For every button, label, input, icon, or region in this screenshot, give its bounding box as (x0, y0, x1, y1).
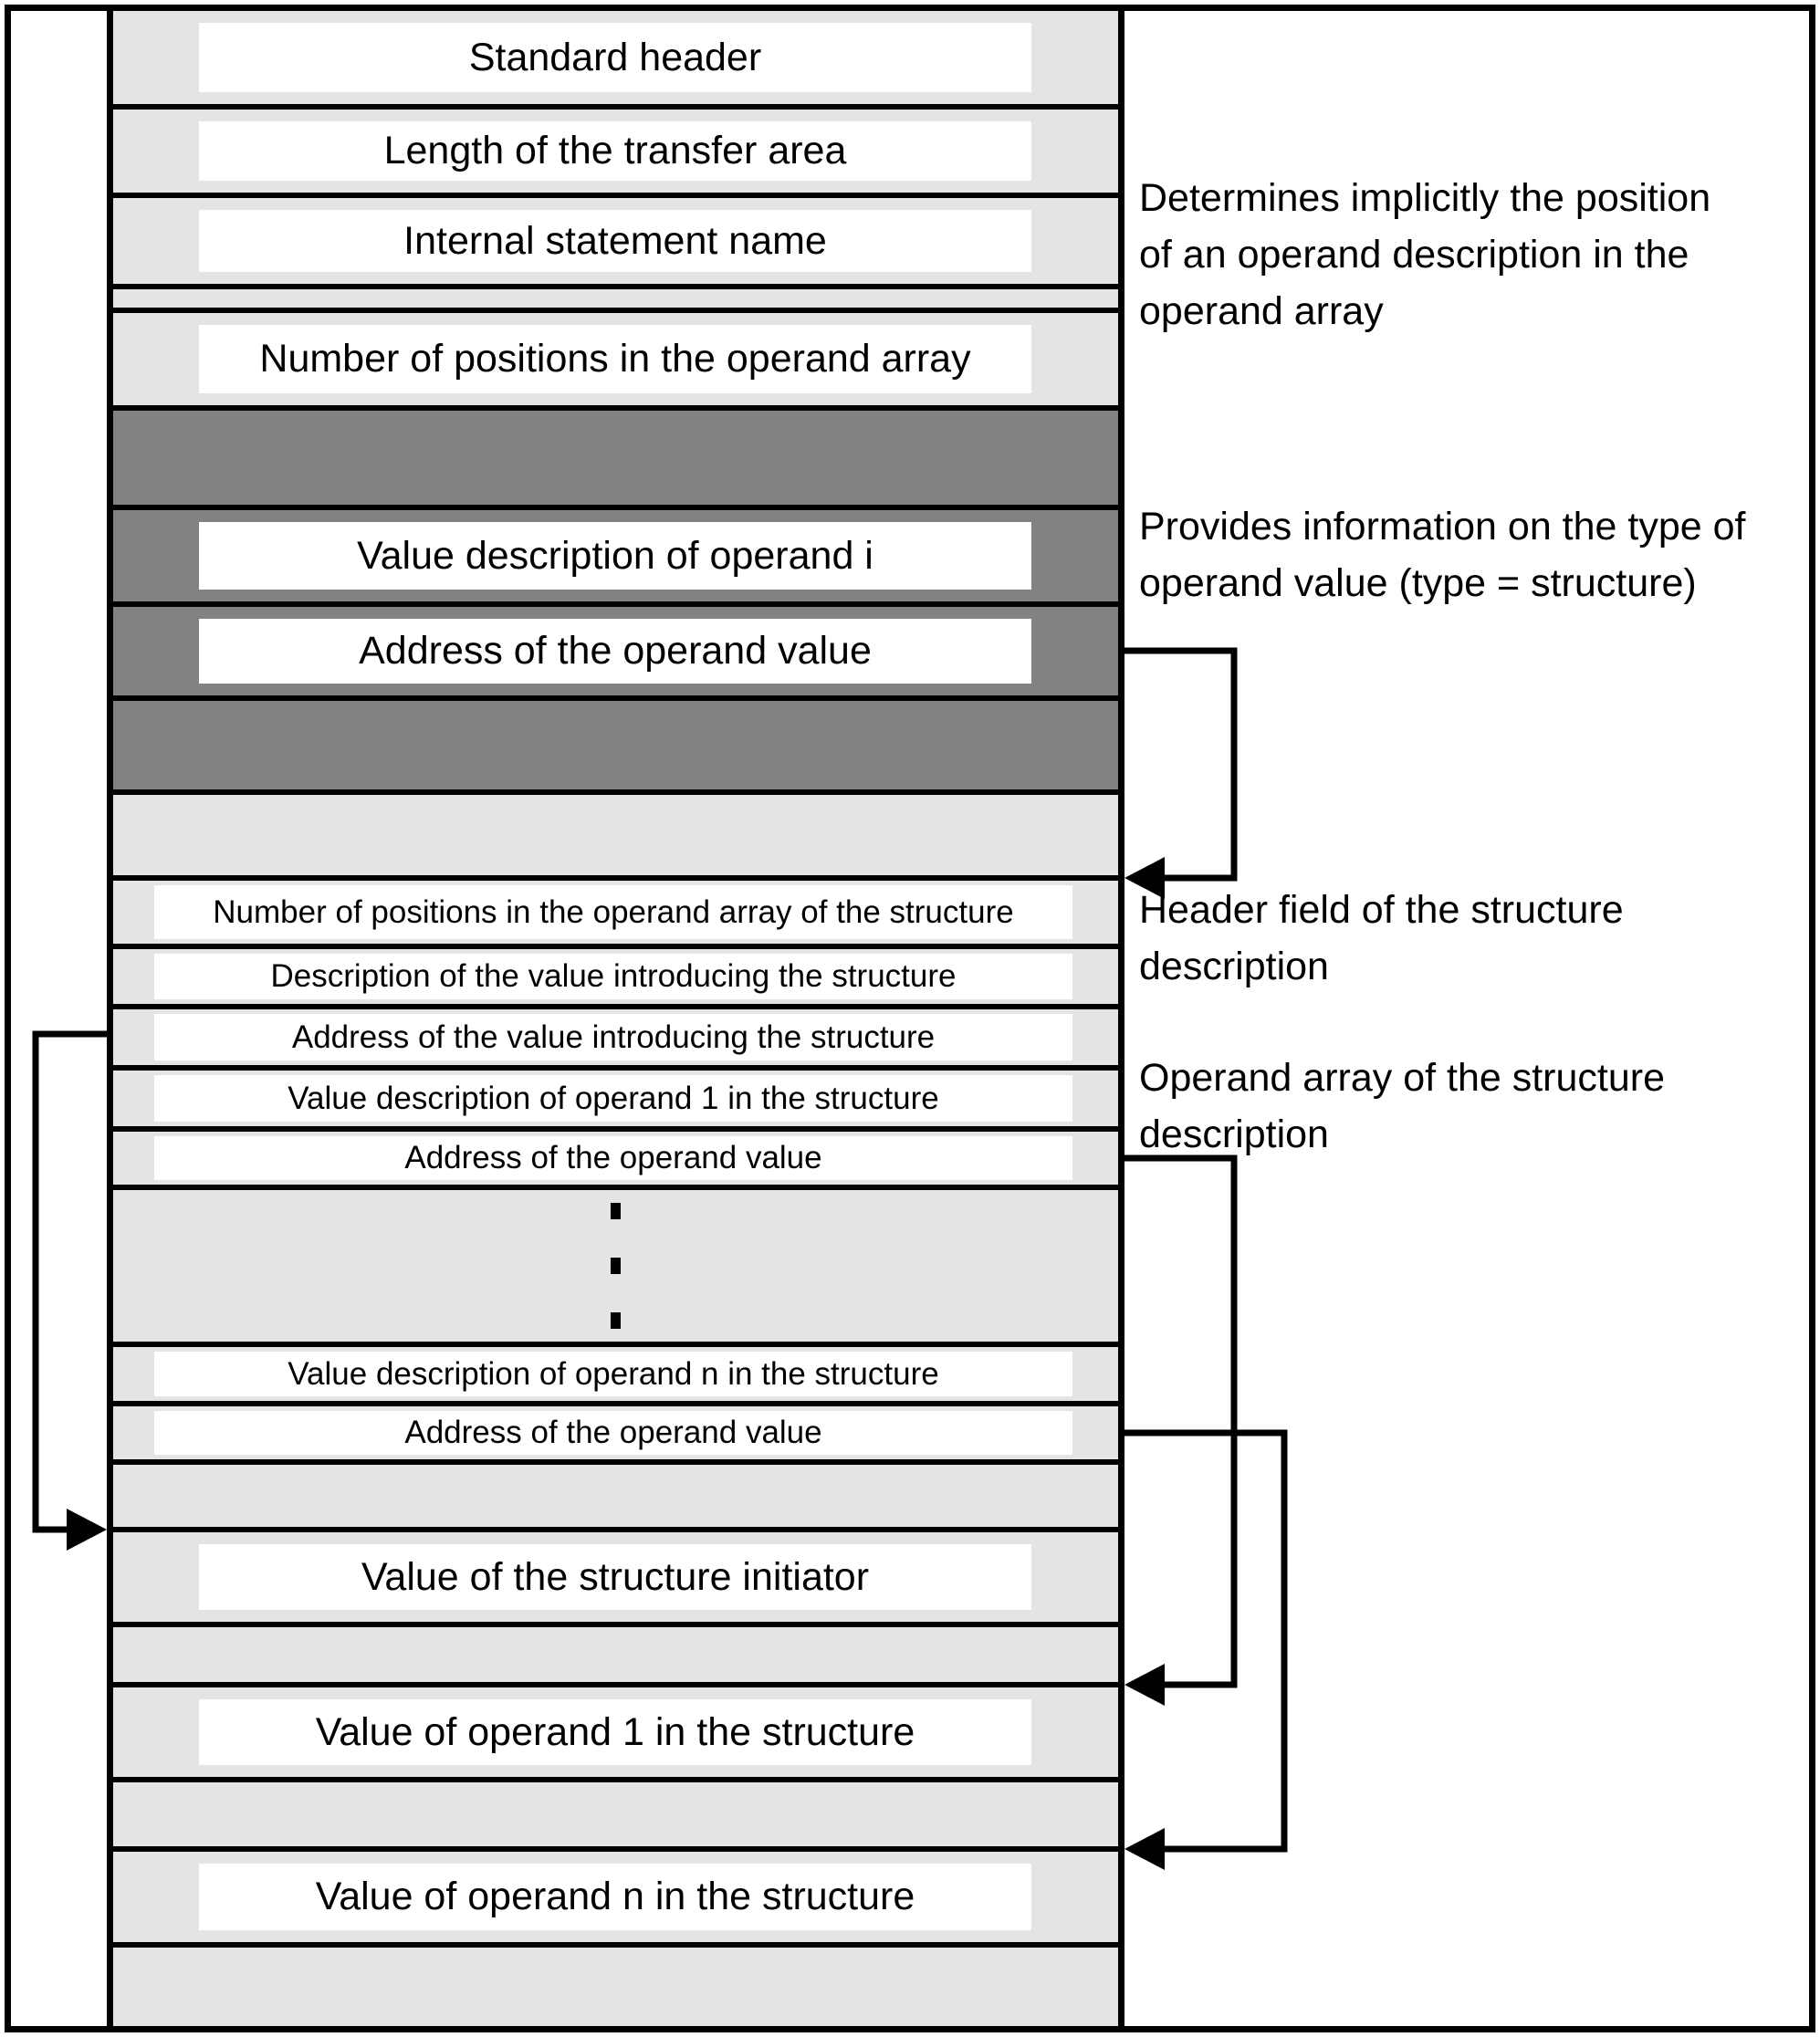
annotation-line: operand array (1139, 289, 1384, 333)
row-value-description-operand-n-structure: Value description of operand n in the st… (113, 1347, 1118, 1406)
row-description-value-introducing: Description of the value introducing the… (113, 949, 1118, 1009)
row-address-value-introducing: Address of the value introducing the str… (113, 1009, 1118, 1071)
row-label: Address of the value introducing the str… (154, 1014, 1072, 1060)
row-label: Standard header (199, 23, 1031, 92)
row-empty-thin (113, 289, 1118, 313)
row-dark-empty-top (113, 411, 1118, 510)
row-empty-before-value-n (113, 1782, 1118, 1852)
row-empty-before-initiator (113, 1465, 1118, 1532)
row-address-operand-value-n: Address of the operand value (113, 1406, 1118, 1465)
row-empty-before-value-1 (113, 1627, 1118, 1687)
row-number-of-positions-operand-array: Number of positions in the operand array (113, 313, 1118, 411)
row-label: Address of the operand value (154, 1411, 1072, 1455)
row-ellipsis (113, 1190, 1118, 1347)
row-label: Value of operand 1 in the structure (199, 1699, 1031, 1765)
annotation-header-field: Header field of the structure descriptio… (1139, 882, 1815, 995)
row-dark-empty-bottom (113, 701, 1118, 795)
row-number-of-positions-structure: Number of positions in the operand array… (113, 881, 1118, 949)
row-value-structure-initiator: Value of the structure initiator (113, 1532, 1118, 1627)
row-empty-bottom (113, 1948, 1118, 2026)
annotation-operand-array-position: Determines implicitly the position of an… (1139, 170, 1815, 340)
annotation-line: Provides information on the type of (1139, 505, 1746, 548)
row-value-description-operand-i: Value description of operand i (113, 510, 1118, 607)
row-label: Value description of operand i (199, 522, 1031, 590)
row-label: Address of the operand value (199, 619, 1031, 684)
annotation-line: description (1139, 945, 1329, 988)
vertical-ellipsis-icon (113, 1190, 1118, 1342)
row-label: Value description of operand 1 in the st… (154, 1075, 1072, 1122)
row-label: Description of the value introducing the… (154, 954, 1072, 999)
row-address-operand-value-1: Address of the operand value (113, 1132, 1118, 1190)
row-label: Number of positions in the operand array (199, 325, 1031, 393)
row-length-of-transfer-area: Length of the transfer area (113, 110, 1118, 198)
annotation-line: of an operand description in the (1139, 233, 1689, 277)
outer-frame (5, 5, 1815, 2032)
row-internal-statement-name: Internal statement name (113, 198, 1118, 289)
annotation-operand-value-type: Provides information on the type of oper… (1139, 498, 1815, 611)
row-label: Length of the transfer area (199, 121, 1031, 181)
row-value-description-operand-1-structure: Value description of operand 1 in the st… (113, 1071, 1118, 1132)
annotation-line: Header field of the structure (1139, 888, 1624, 932)
row-label: Value description of operand n in the st… (154, 1352, 1072, 1396)
row-label: Address of the operand value (154, 1136, 1072, 1180)
annotation-line: Determines implicitly the position (1139, 176, 1711, 220)
annotation-line: description (1139, 1113, 1329, 1156)
row-label: Internal statement name (199, 210, 1031, 272)
transfer-area-stack: Standard header Length of the transfer a… (107, 11, 1124, 2026)
annotation-line: operand value (type = structure) (1139, 561, 1697, 605)
annotation-operand-array-structure: Operand array of the structure descripti… (1139, 1050, 1815, 1163)
row-label: Value of operand n in the structure (199, 1864, 1031, 1930)
row-label: Number of positions in the operand array… (154, 885, 1072, 939)
row-value-operand-1-structure: Value of operand 1 in the structure (113, 1687, 1118, 1782)
row-empty-before-structure (113, 795, 1118, 881)
row-standard-header: Standard header (113, 11, 1118, 110)
row-address-of-operand-value-i: Address of the operand value (113, 607, 1118, 701)
row-value-operand-n-structure: Value of operand n in the structure (113, 1852, 1118, 1948)
annotation-line: Operand array of the structure (1139, 1056, 1666, 1100)
row-label: Value of the structure initiator (199, 1544, 1031, 1610)
